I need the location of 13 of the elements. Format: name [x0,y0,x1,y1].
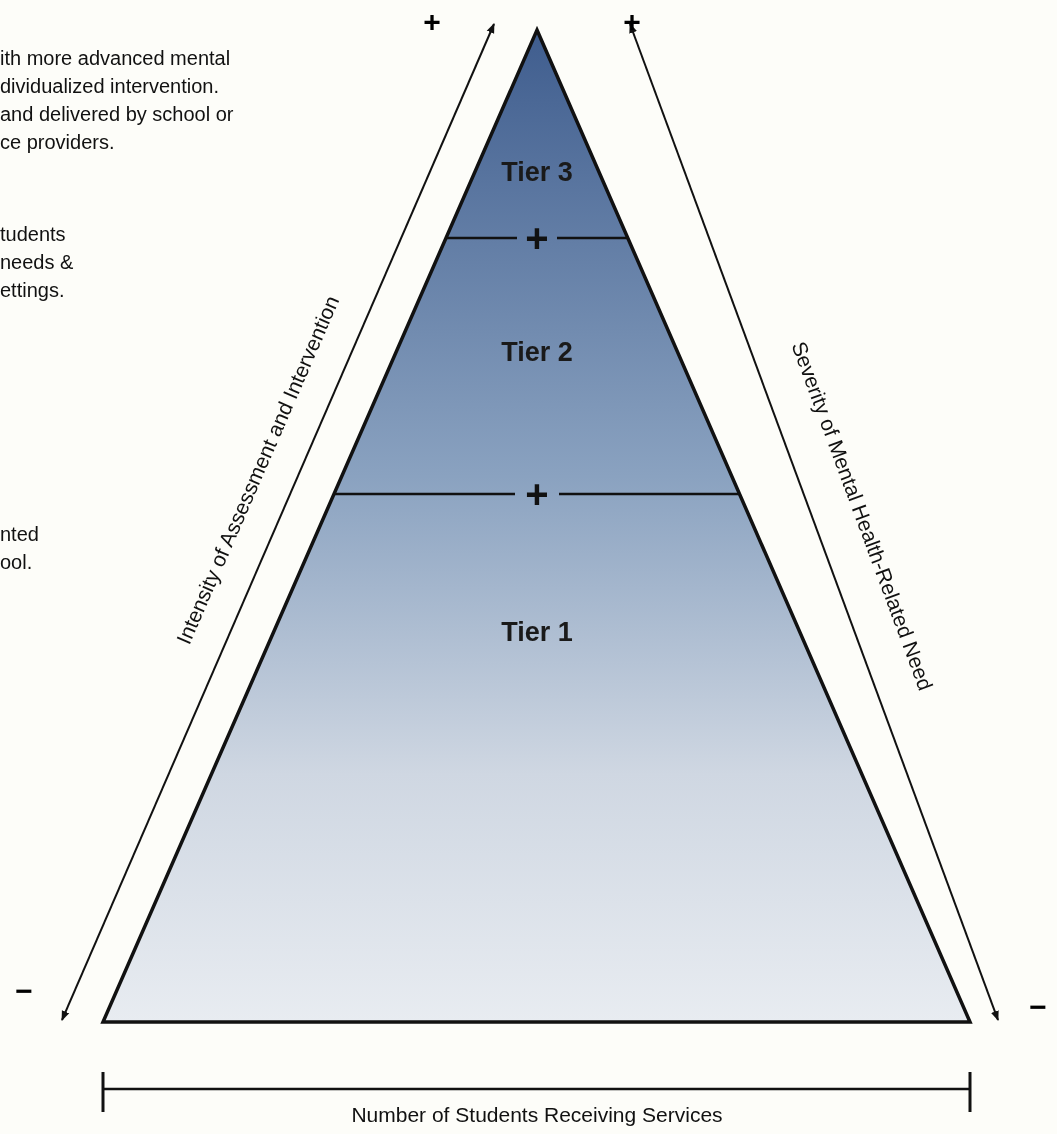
description-text: ith more advanced mental dividualized intervention. and delivered by school or ce providers. [0,46,235,155]
description-text: tudents needs & ettings. [0,222,75,303]
plus-sign: + [623,7,641,37]
plus-sign: + [525,477,549,511]
plus-sign: + [423,7,441,37]
description-text: nted ool. [0,522,40,575]
axis-label: Number of Students Receiving Services [351,1103,723,1127]
minus-sign: − [1029,992,1047,1022]
tier-label: Tier 2 [501,336,573,368]
tier-label: Tier 1 [501,616,573,648]
tier-label: Tier 3 [501,156,573,188]
plus-sign: + [525,221,549,255]
minus-sign: − [15,976,33,1006]
